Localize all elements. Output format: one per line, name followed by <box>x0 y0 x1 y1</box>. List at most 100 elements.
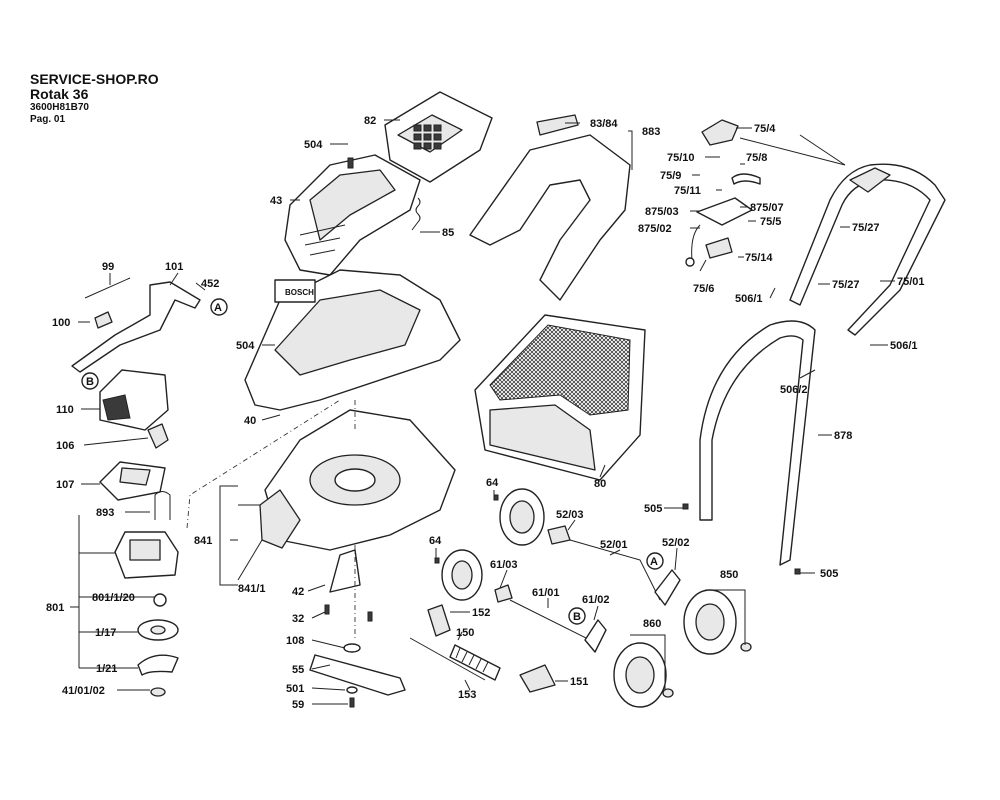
header-block: SERVICE-SHOP.RO Rotak 36 3600H81B70 Pag.… <box>30 72 159 126</box>
model-code: 3600H81B70 <box>30 102 89 113</box>
label-841-1: 841/1 <box>238 583 266 595</box>
label-52-02: 52/02 <box>662 537 690 549</box>
part-841-1-comb <box>259 489 301 549</box>
part-32-screw-b <box>367 611 373 622</box>
label-75-9: 75/9 <box>660 170 681 182</box>
part-41-01-02-washer <box>150 687 166 697</box>
part-bosch-battery <box>274 279 316 303</box>
part-801-1-20-bearing <box>153 593 167 607</box>
label-108: 108 <box>286 635 304 647</box>
label-107: 107 <box>56 479 74 491</box>
label-75-27-bottom: 75/27 <box>832 279 860 291</box>
part-883-rear-flap <box>469 114 631 301</box>
svg-text:B: B <box>86 376 94 388</box>
label-150: 150 <box>456 627 474 639</box>
label-504-mid: 504 <box>236 340 255 352</box>
part-153-rod <box>409 637 486 681</box>
label-452: 452 <box>201 278 219 290</box>
label-801: 801 <box>46 602 64 614</box>
label-85: 85 <box>442 227 454 239</box>
leader-lines <box>70 119 895 705</box>
label-55: 55 <box>292 664 304 676</box>
label-501: 501 <box>286 683 304 695</box>
marker-B-left: B <box>81 372 99 390</box>
part-85-spring <box>411 197 421 231</box>
label-504-top: 504 <box>304 139 323 151</box>
part-878-lower-handle <box>699 320 816 566</box>
part-61-01-axle <box>509 599 591 641</box>
label-506-2: 506/2 <box>780 384 808 396</box>
part-108-washer <box>343 643 361 653</box>
label-64-top: 64 <box>486 477 499 489</box>
label-61-03: 61/03 <box>490 559 518 571</box>
svg-text:A: A <box>214 302 222 314</box>
part-1-17-fan <box>137 619 179 641</box>
label-75-27-top: 75/27 <box>852 222 880 234</box>
part-841-deck <box>259 409 456 551</box>
part-1-21-belt <box>137 654 179 676</box>
label-32: 32 <box>292 613 304 625</box>
marker-A-left: A <box>210 298 228 316</box>
label-505-top: 505 <box>644 503 662 515</box>
label-875-02: 875/02 <box>638 223 672 235</box>
label-153: 153 <box>458 689 476 701</box>
part-43-top-cover <box>284 154 421 276</box>
part-151-cap <box>519 664 556 693</box>
label-75-5: 75/5 <box>760 216 781 228</box>
label-801-1-20: 801/1/20 <box>92 592 135 604</box>
label-64-bottom: 64 <box>429 535 442 547</box>
part-101-height-lever <box>71 277 201 373</box>
label-52-03: 52/03 <box>556 509 584 521</box>
label-52-01: 52/01 <box>600 539 628 551</box>
label-75-11: 75/11 <box>674 185 701 197</box>
label-875-03: 875/03 <box>645 206 679 218</box>
label-99: 99 <box>102 261 114 273</box>
part-80-grass-box <box>474 314 646 481</box>
part-61-03-bushing <box>494 584 513 603</box>
label-59: 59 <box>292 699 304 711</box>
site-title: SERVICE-SHOP.RO <box>30 71 159 87</box>
label-75-14: 75/14 <box>745 252 773 264</box>
keypad <box>413 124 442 150</box>
part-106-connector <box>147 423 169 449</box>
label-875-07: 875/07 <box>750 202 784 214</box>
marker-B-right: B <box>568 607 586 625</box>
part-152-bracket <box>427 604 451 637</box>
part-42-guard <box>329 549 361 593</box>
label-883: 883 <box>642 126 660 138</box>
label-110: 110 <box>56 404 74 416</box>
part-59-bolt <box>349 697 355 708</box>
label-41-01-02: 41/01/02 <box>62 685 105 697</box>
label-75-10: 75/10 <box>667 152 695 164</box>
label-506-1-right: 506/1 <box>890 340 918 352</box>
part-801-motor <box>114 531 179 579</box>
label-152: 152 <box>472 607 490 619</box>
part-64-front-wheel-lower <box>434 549 483 601</box>
part-75-01-upper-handle <box>789 163 946 336</box>
callout-labels: 82 504 43 85 83/84 883 75/4 75/10 75/8 7… <box>46 115 925 711</box>
label-82: 82 <box>364 115 376 127</box>
label-75-4: 75/4 <box>754 123 776 135</box>
label-101: 101 <box>165 261 183 273</box>
part-501-washer <box>346 686 358 694</box>
label-40: 40 <box>244 415 256 427</box>
part-850-rear-wheel <box>683 589 752 655</box>
part-55-blade <box>309 654 406 696</box>
part-504-screw <box>347 157 354 169</box>
label-860: 860 <box>643 618 661 630</box>
part-860-rear-wheel <box>613 642 674 708</box>
label-61-02: 61/02 <box>582 594 610 606</box>
part-107-battery-holder <box>99 461 166 501</box>
part-82-cover <box>384 91 493 183</box>
label-75-6: 75/6 <box>693 283 714 295</box>
label-75-01: 75/01 <box>897 276 925 288</box>
svg-text:A: A <box>650 556 658 568</box>
part-75-handle-switch <box>685 119 761 267</box>
label-1-17: 1/17 <box>95 627 116 639</box>
label-506-1-left: 506/1 <box>735 293 763 305</box>
model-name: Rotak 36 <box>30 86 89 102</box>
part-61-02-bracket <box>584 619 607 653</box>
svg-text:B: B <box>573 611 581 623</box>
part-505-screw-a <box>682 503 689 510</box>
